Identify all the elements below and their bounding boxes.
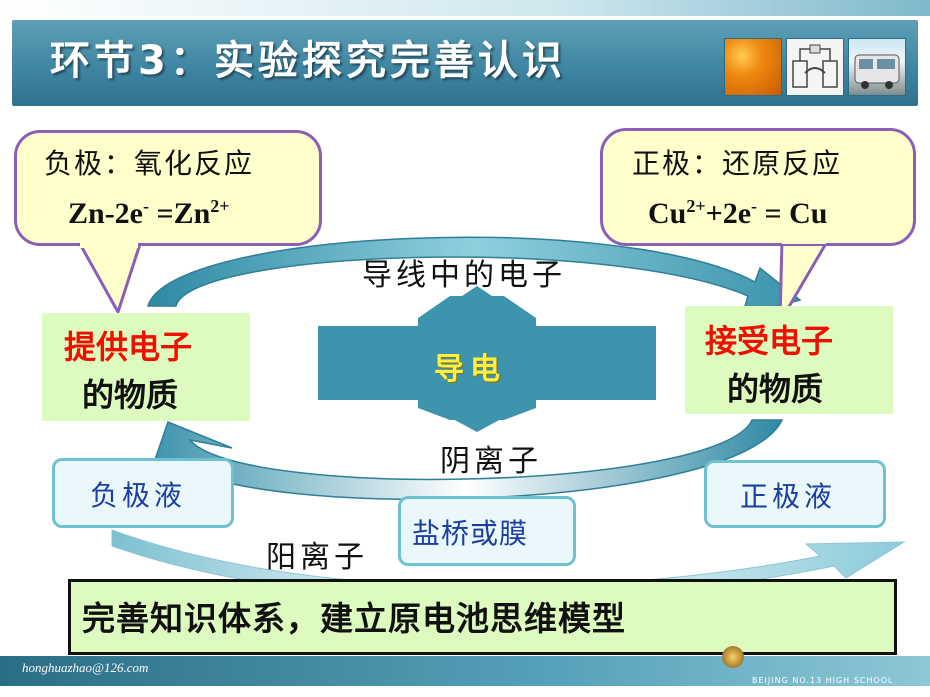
title-top-strip xyxy=(0,0,930,16)
footer-email: honghuazhao@126.com xyxy=(22,660,149,675)
apparatus-image xyxy=(786,38,844,96)
wire-electron-arrow xyxy=(146,236,802,318)
footer-bar xyxy=(0,656,930,686)
slide-title: 环节3：实验探究完善认识 xyxy=(50,38,566,84)
conduction-label: 导电 xyxy=(434,352,506,387)
conduction-arrow xyxy=(318,296,656,420)
positive-solution-label: 正极液 xyxy=(740,480,837,513)
summary-box xyxy=(68,579,897,655)
bus-image xyxy=(848,38,906,96)
electron-donor-box xyxy=(42,313,250,421)
footer-school: BEIJING NO.13 HIGH SCHOOL xyxy=(752,676,894,685)
electron-acceptor-line2: 的物质 xyxy=(727,370,824,408)
positive-equation: Cu2++2e- = Cu xyxy=(648,196,828,230)
positive-electrode-label: 正极：还原反应 xyxy=(632,147,843,180)
cations-label: 阳离子 xyxy=(266,540,368,575)
salt-bridge-box xyxy=(398,496,576,566)
positive-solution-box xyxy=(704,460,886,528)
salt-bridge-label: 盐桥或膜 xyxy=(412,517,529,550)
negative-solution-label: 负极液 xyxy=(90,479,187,512)
negative-electrode-label: 负极：氧化反应 xyxy=(44,147,255,180)
electron-acceptor-line1: 接受电子 xyxy=(705,322,834,360)
electron-donor-line2: 的物质 xyxy=(82,376,179,414)
positive-electrode-callout xyxy=(600,128,916,246)
negative-solution-box xyxy=(52,458,234,528)
anions-label: 阴离子 xyxy=(440,444,542,479)
summary-text: 完善知识体系，建立原电池思维模型 xyxy=(82,599,626,638)
electron-acceptor-box xyxy=(685,306,893,414)
school-logo-icon xyxy=(722,646,744,668)
electron-donor-line1: 提供电子 xyxy=(64,328,193,366)
oranges-image xyxy=(724,38,782,96)
negative-equation: Zn-2e- =Zn2+ xyxy=(68,196,230,230)
negative-electrode-callout xyxy=(14,130,322,246)
wire-electrons-label: 导线中的电子 xyxy=(362,258,566,293)
